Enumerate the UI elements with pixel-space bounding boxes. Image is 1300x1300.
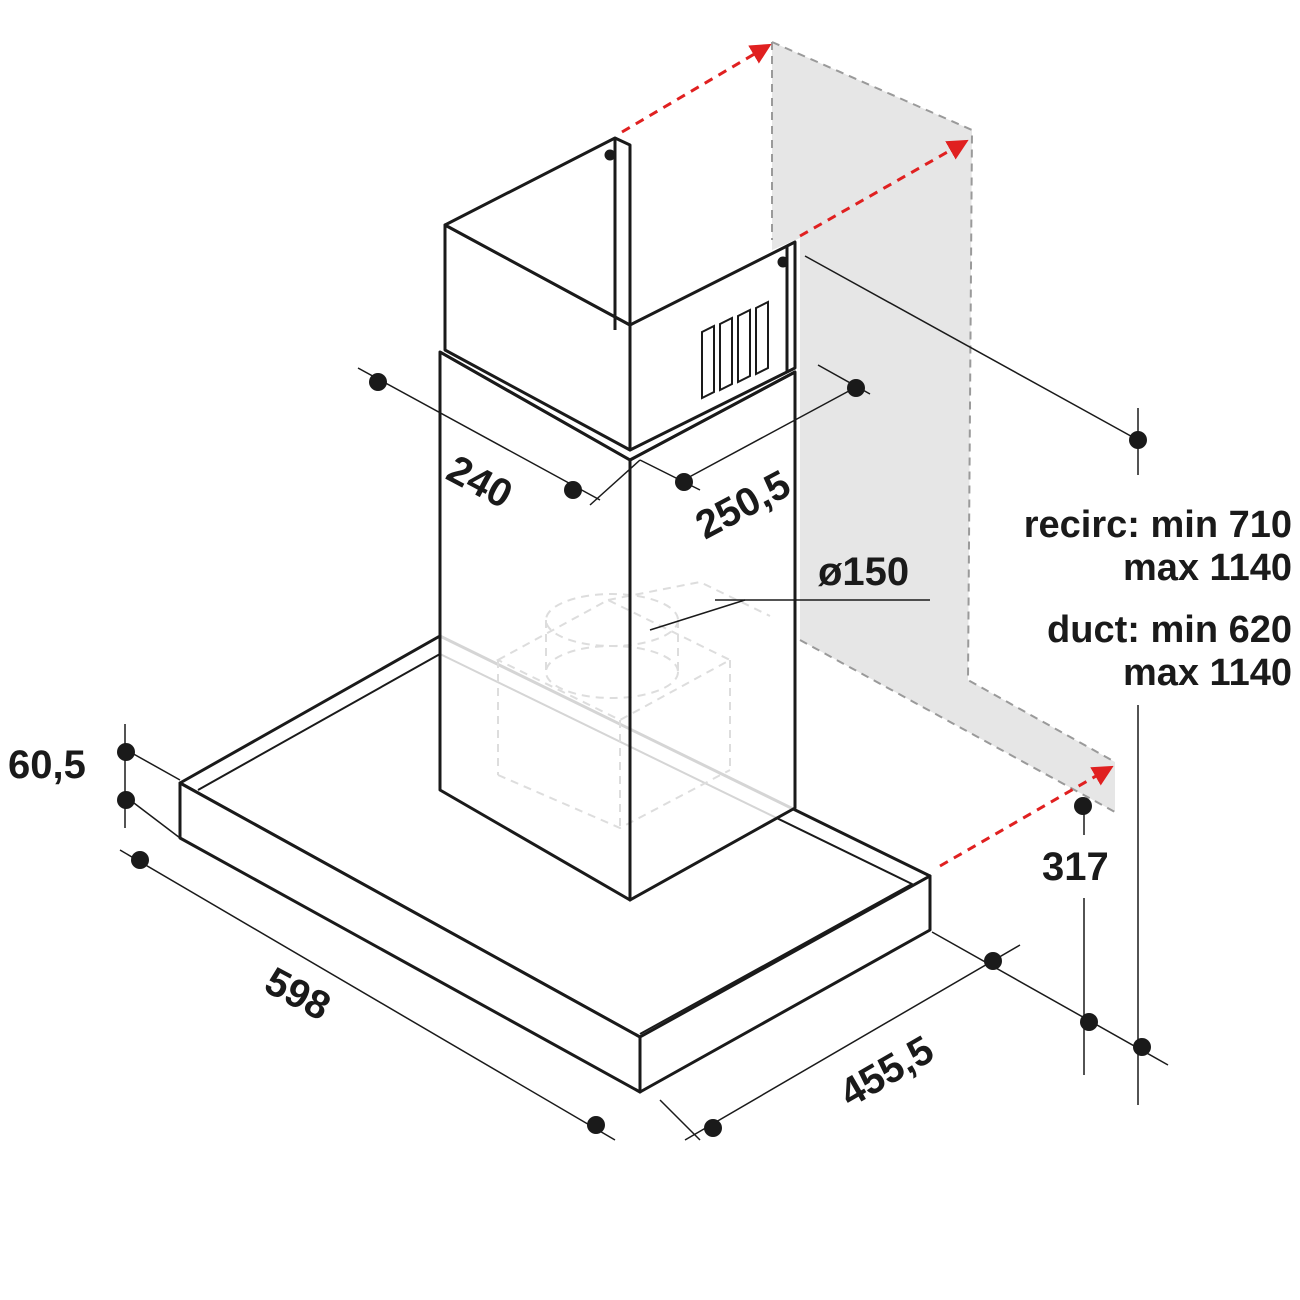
upper-chimney	[443, 136, 797, 452]
label-duct-min: duct: min 620	[1047, 609, 1292, 651]
dimension-points	[117, 373, 1151, 1137]
wall-plane	[771, 41, 1116, 813]
installation-arrows	[621, 43, 1114, 868]
label-duct-diameter: ø150	[818, 550, 909, 594]
vent-grille	[701, 300, 769, 400]
label-canopy-height: 60,5	[8, 743, 86, 787]
label-recirc-min: recirc: min 710	[1024, 504, 1292, 546]
lower-chimney	[438, 350, 797, 902]
label-duct-max: max 1140	[1123, 652, 1292, 694]
label-wall-offset: 317	[1042, 845, 1109, 889]
label-canopy-depth: 455,5	[833, 1028, 942, 1116]
label-recirc-max: max 1140	[1123, 547, 1292, 589]
